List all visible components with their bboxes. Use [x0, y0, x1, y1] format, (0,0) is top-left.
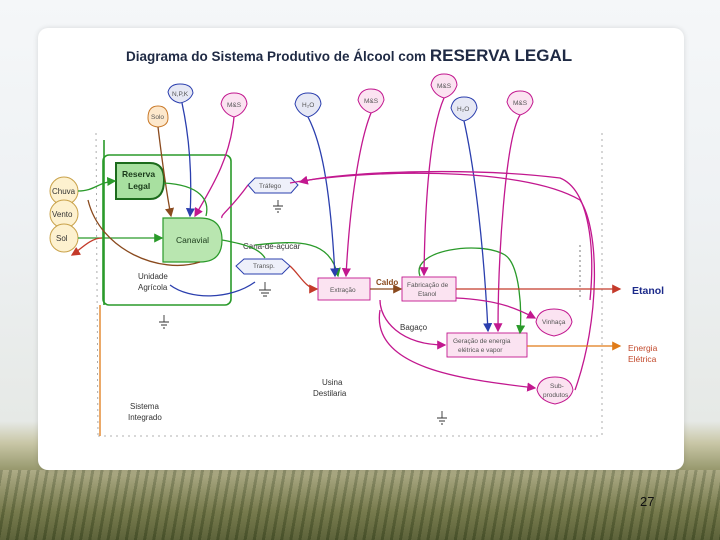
unidade-label: Unidade	[138, 272, 168, 281]
vinhaca-node: Vinhaça	[535, 308, 573, 337]
system-boundary	[95, 132, 603, 437]
svg-text:Solo: Solo	[151, 114, 164, 121]
source-sol: Sol	[49, 223, 79, 253]
svg-text:Etanol: Etanol	[418, 291, 437, 298]
canavial-node: Canavial	[162, 217, 223, 263]
extracao-node: Extração	[317, 277, 371, 301]
svg-text:Vinhaça: Vinhaça	[542, 319, 566, 326]
subprodutos-node: Sub- produtos	[536, 376, 574, 405]
magenta-flows	[221, 97, 596, 392]
svg-text:H₂O: H₂O	[457, 106, 469, 113]
source-mas-3: M&S	[430, 73, 458, 99]
source-h2o-2: H₂O	[450, 96, 478, 122]
geracao-node: Geração de energia elétrica e vapor	[446, 332, 528, 358]
svg-text:Transp.: Transp.	[253, 263, 275, 270]
field-background	[0, 470, 720, 540]
svg-text:Tráfego: Tráfego	[259, 183, 282, 190]
green-flows	[77, 102, 526, 335]
svg-text:M&S: M&S	[437, 83, 452, 90]
svg-text:Reserva: Reserva	[122, 169, 155, 179]
orange-flows	[99, 245, 622, 436]
source-mas-2: M&S	[357, 88, 385, 114]
svg-text:Sub-: Sub-	[550, 383, 564, 390]
page-number: 27	[640, 494, 655, 509]
unidade-label-2: Agrícola	[138, 283, 168, 292]
cana-label: Cana-de-açúcar	[243, 242, 301, 251]
svg-text:Canavial: Canavial	[176, 235, 209, 245]
source-mas-4: M&S	[506, 90, 534, 116]
fabricacao-node: Fabricação de Etanol	[401, 276, 457, 302]
energia-output-label: Energia	[628, 343, 658, 353]
source-h2o: H₂O	[294, 92, 322, 118]
sistema-label-2: Integrado	[128, 413, 162, 422]
svg-text:Geração de energia: Geração de energia	[453, 338, 511, 345]
red-flows	[70, 199, 622, 294]
svg-text:H₂O: H₂O	[302, 102, 314, 109]
slide-title: Diagrama do Sistema Produtivo de Álcool …	[126, 46, 572, 65]
trafego-node: Tráfego	[247, 177, 299, 194]
svg-text:M&S: M&S	[364, 98, 379, 105]
caldo-label: Caldo	[376, 278, 398, 287]
transporte-node: Transp.	[235, 258, 291, 275]
svg-text:Vento: Vento	[52, 210, 73, 219]
source-mas-1: M&S	[220, 92, 248, 118]
source-npk: N,P,K	[167, 83, 194, 104]
svg-text:M&S: M&S	[513, 100, 528, 107]
heat-sink-symbols	[159, 200, 447, 425]
etanol-output-label: Etanol	[632, 285, 664, 297]
svg-text:elétrica e vapor: elétrica e vapor	[458, 347, 503, 354]
svg-text:M&S: M&S	[227, 102, 242, 109]
svg-text:Chuva: Chuva	[52, 187, 76, 196]
bagaco-label: Bagaço	[400, 323, 428, 332]
svg-text:produtos: produtos	[543, 392, 569, 399]
svg-text:Sol: Sol	[56, 234, 68, 243]
sistema-label: Sistema	[130, 402, 159, 411]
usina-label-2: Destilaria	[313, 389, 347, 398]
svg-text:N,P,K: N,P,K	[172, 91, 189, 98]
usina-label: Usina	[322, 378, 343, 387]
svg-text:Extração: Extração	[330, 287, 356, 294]
energia-output-label-2: Elétrica	[628, 354, 657, 364]
svg-text:Legal: Legal	[128, 181, 150, 191]
svg-text:Fabricação de: Fabricação de	[407, 282, 449, 289]
reserva-legal-node: Reserva Legal	[115, 162, 166, 200]
source-solo: Solo	[147, 105, 169, 128]
